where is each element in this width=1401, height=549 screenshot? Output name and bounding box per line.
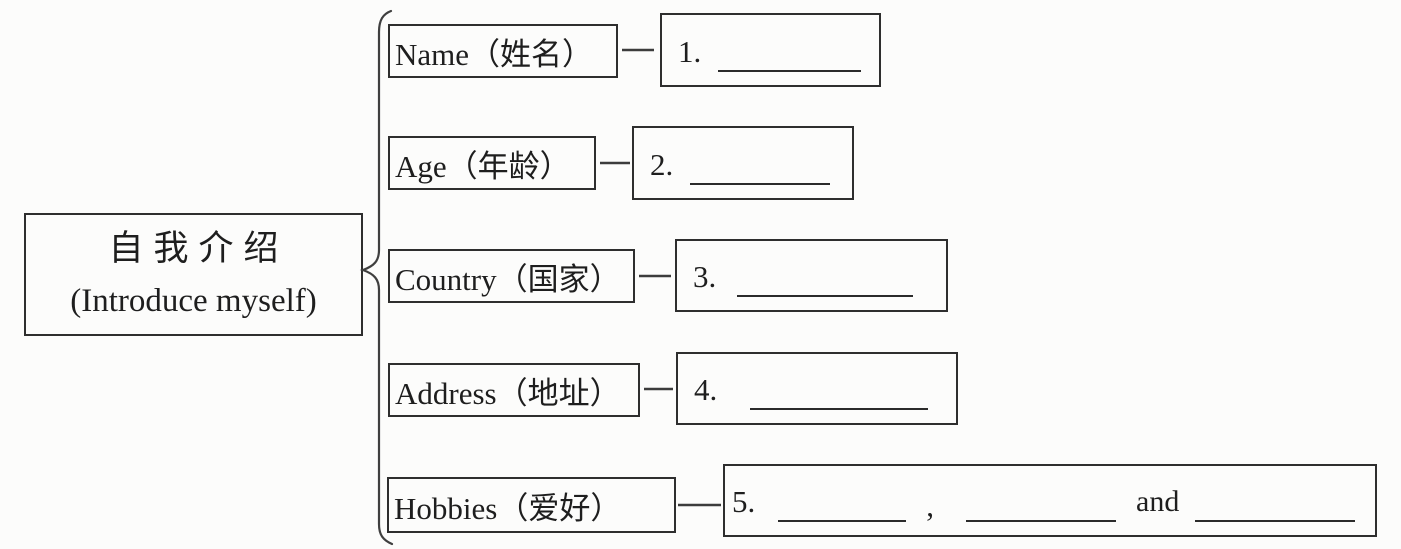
answer-number-1: 1.	[678, 34, 702, 69]
root-title-zh: 自我介绍	[108, 228, 289, 268]
branch-label-age-text: Age（年龄）	[395, 148, 571, 184]
root-node-box: 自我介绍 (Introduce myself)	[24, 213, 363, 336]
comma-separator: ,	[926, 488, 934, 523]
branch-label-address-text: Address（地址）	[395, 375, 621, 411]
root-title-en: (Introduce myself)	[70, 282, 317, 319]
branch-label-name: Name（姓名）	[388, 24, 618, 78]
branch-label-hobbies-text: Hobbies（爱好）	[394, 490, 622, 526]
answer-blank-1	[718, 70, 862, 72]
answer-box-3: 3.	[675, 239, 948, 312]
answer-number-2: 2.	[650, 147, 674, 182]
answer-box-4: 4.	[676, 352, 958, 425]
branch-label-country: Country（国家）	[388, 249, 635, 303]
and-separator: and	[1136, 485, 1180, 518]
branch-label-country-text: Country（国家）	[395, 261, 621, 297]
answer-number-5: 5.	[732, 484, 756, 519]
answer-blank-4	[750, 408, 929, 410]
answer-blank-5b	[966, 520, 1116, 522]
answer-box-1: 1.	[660, 13, 881, 87]
answer-blank-5a	[778, 520, 907, 522]
answer-blank-3	[737, 295, 914, 297]
branch-label-address: Address（地址）	[388, 363, 640, 417]
answer-box-5: 5. , and	[723, 464, 1377, 537]
branch-label-hobbies: Hobbies（爱好）	[387, 477, 676, 533]
answer-number-4: 4.	[694, 372, 718, 407]
answer-blank-5c	[1195, 520, 1356, 522]
answer-number-3: 3.	[693, 259, 717, 294]
answer-box-2: 2.	[632, 126, 854, 200]
branch-label-age: Age（年龄）	[388, 136, 596, 190]
branch-label-name-text: Name（姓名）	[395, 36, 594, 72]
answer-blank-2	[690, 183, 831, 185]
